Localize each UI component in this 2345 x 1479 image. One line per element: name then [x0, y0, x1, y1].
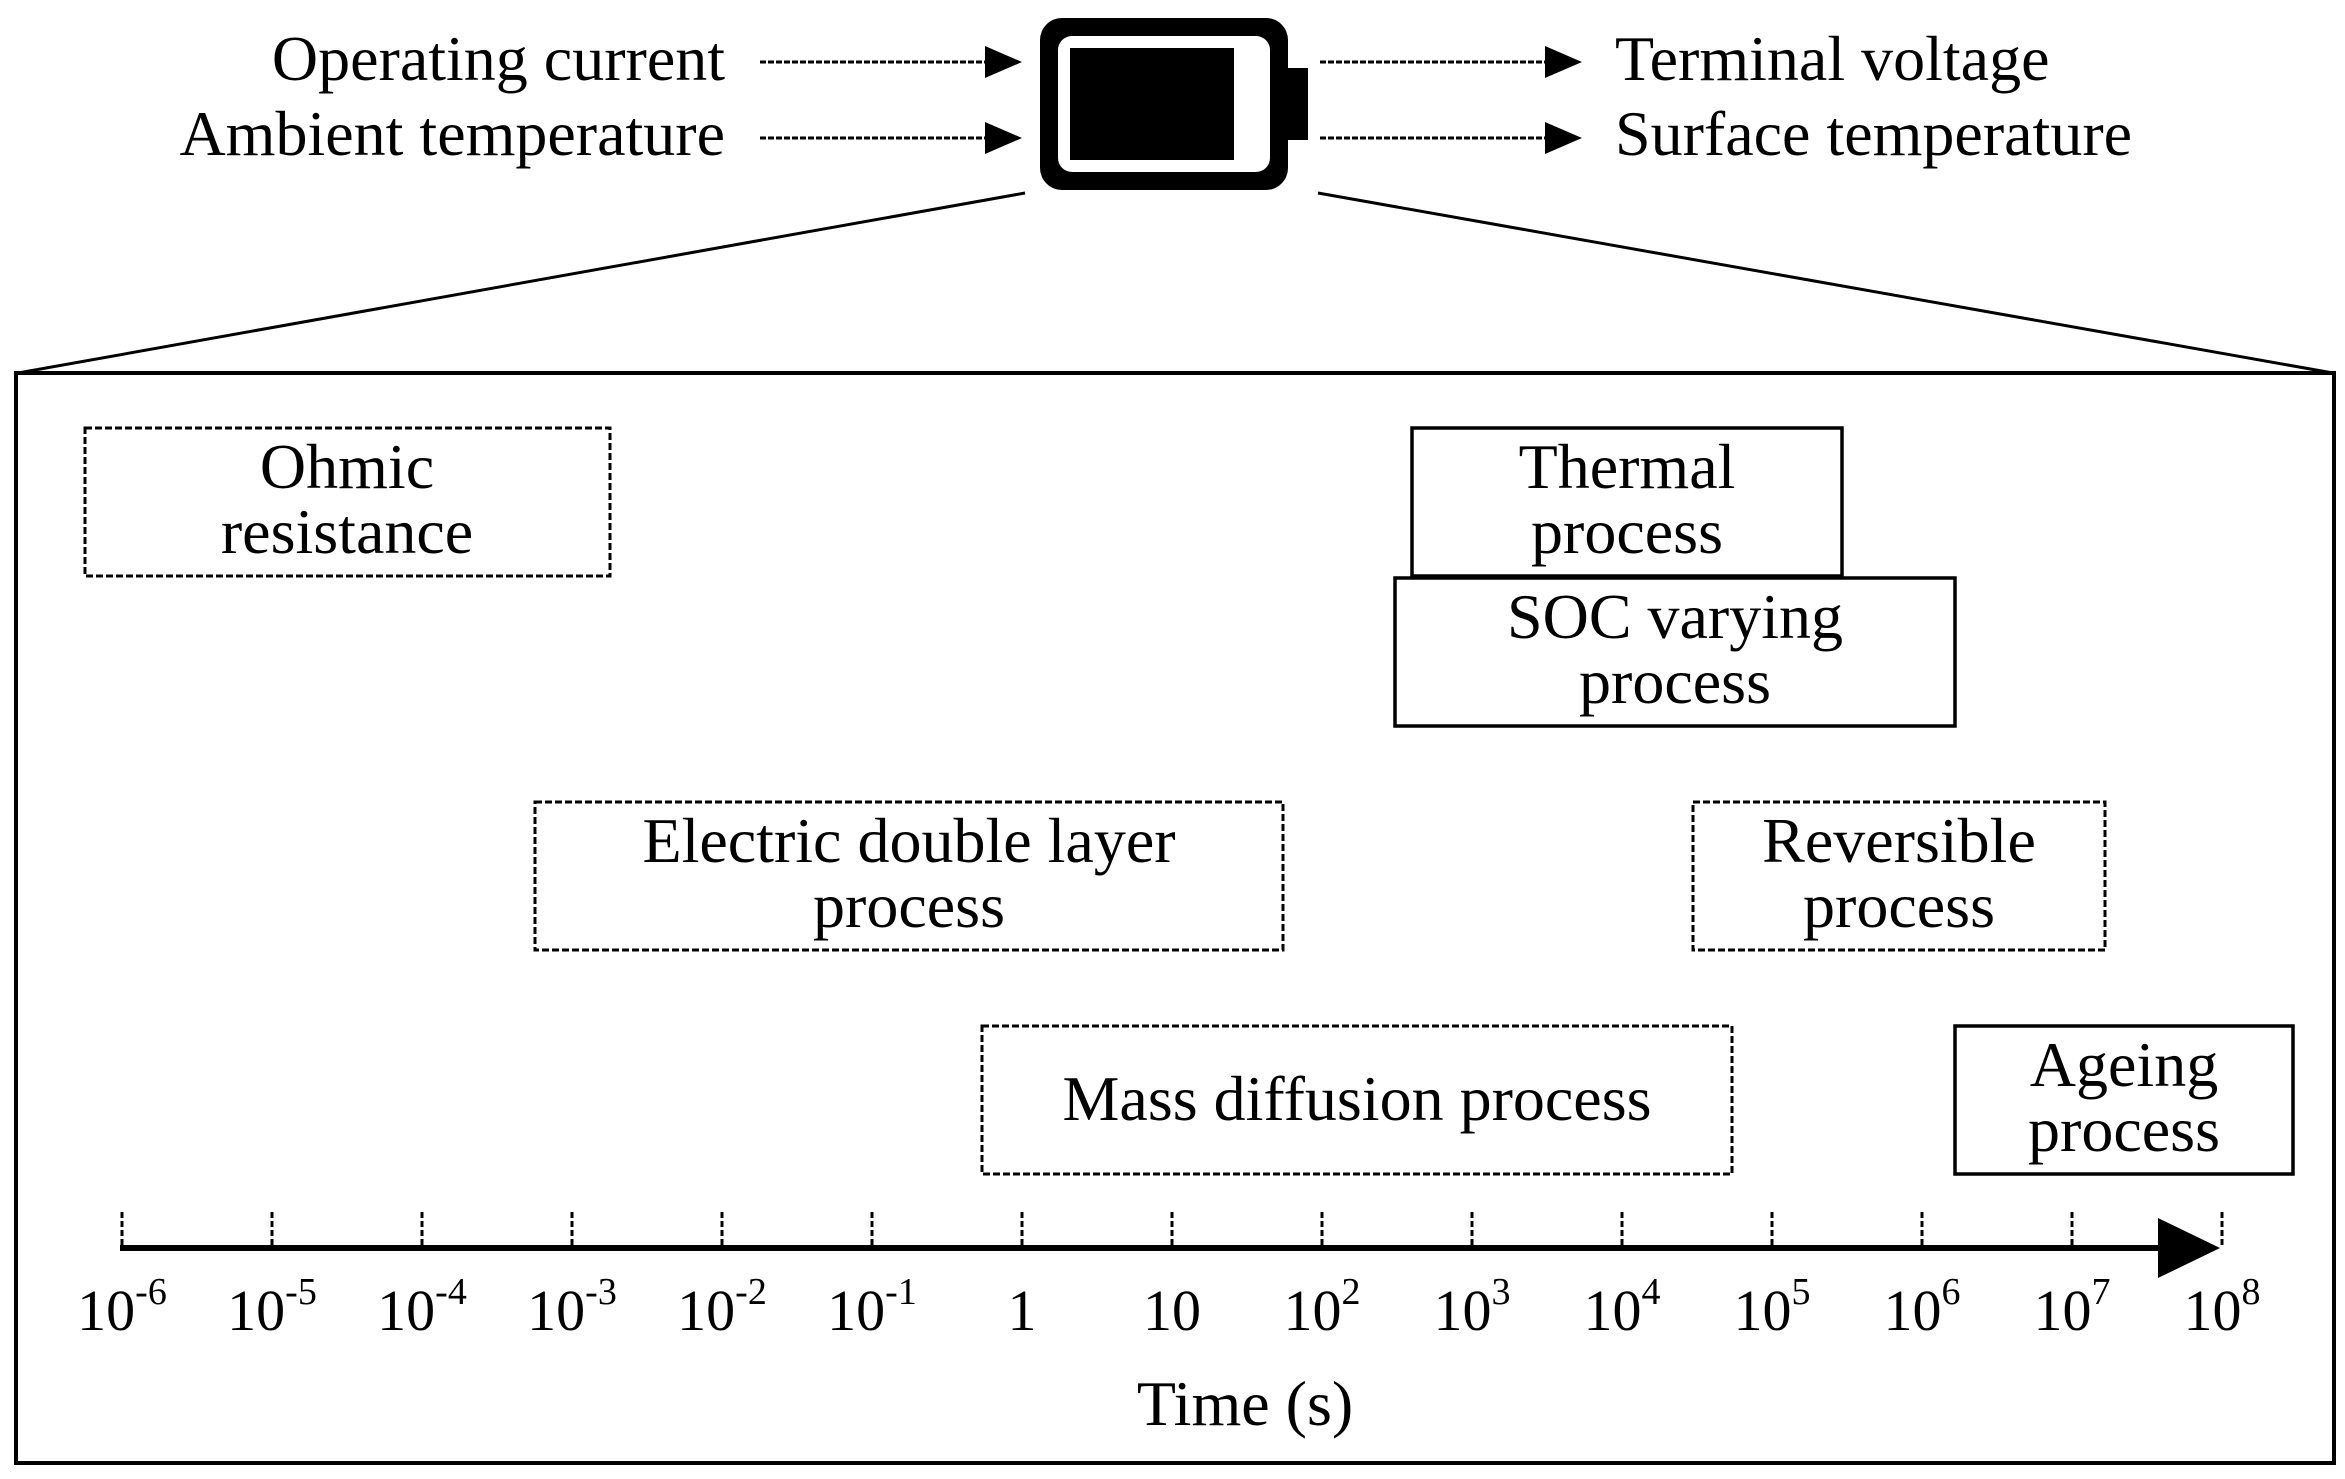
axis-tick-label-exponent: -2 — [735, 1271, 767, 1313]
process-label-line2: process — [1579, 646, 1771, 717]
axis-tick-label-exponent: 5 — [1792, 1271, 1811, 1313]
output-terminal-voltage: Terminal voltage — [1615, 23, 2049, 94]
axis-tick-label-exponent: -4 — [435, 1271, 467, 1313]
time-axis-label: Time (s) — [1137, 1368, 1353, 1439]
axis-tick-label-exponent: -6 — [135, 1271, 167, 1313]
axis-tick-label-exponent: 8 — [2242, 1271, 2261, 1313]
axis-tick-label-base: 10 — [1734, 1278, 1792, 1343]
process-reversible: Reversible process — [1691, 800, 2107, 952]
zoom-line-right — [1317, 191, 2334, 375]
process-label-line1: Mass diffusion process — [1063, 1063, 1652, 1134]
axis-tick-label: 10-4 — [377, 1271, 467, 1343]
axis-tick-label-exponent: -3 — [585, 1271, 617, 1313]
input-arrow-current — [760, 46, 1022, 78]
process-soc-varying: SOC varying process — [1393, 576, 1957, 728]
process-label-line1: SOC varying — [1507, 581, 1843, 652]
axis-tick-label: 106 — [1884, 1271, 1961, 1343]
axis-tick-label-exponent: 4 — [1642, 1271, 1661, 1313]
process-label-line2: process — [1803, 870, 1995, 941]
axis-tick-label-exponent: -5 — [285, 1271, 317, 1313]
axis-tick-label: 104 — [1584, 1271, 1661, 1343]
axis-tick-label: 105 — [1734, 1271, 1811, 1343]
process-label-line1: Ageing — [2030, 1029, 2218, 1100]
zoom-line-left — [17, 191, 1026, 375]
axis-tick-label-base: 10 — [827, 1278, 885, 1343]
axis-tick-label-exponent: -1 — [885, 1271, 917, 1313]
process-label-line1: Reversible — [1762, 805, 2036, 876]
battery-icon — [1040, 18, 1308, 190]
process-label-line2: process — [2028, 1094, 2220, 1165]
process-label-line2: process — [1531, 496, 1723, 567]
axis-tick-label: 103 — [1434, 1271, 1511, 1343]
axis-tick-label-base: 10 — [1884, 1278, 1942, 1343]
process-ageing: Ageing process — [1953, 1024, 2295, 1176]
axis-tick-label: 1 — [1008, 1278, 1037, 1343]
process-label-line1: Ohmic — [260, 431, 434, 502]
axis-tick-label-base: 10 — [377, 1278, 435, 1343]
process-label-line1: Electric double layer — [642, 805, 1175, 876]
axis-tick-label: 107 — [2034, 1271, 2111, 1343]
time-axis-ticks — [120, 1212, 2224, 1248]
input-arrow-temperature — [760, 122, 1022, 154]
axis-tick-label-base: 10 — [527, 1278, 585, 1343]
axis-tick-label-base: 1 — [1008, 1278, 1037, 1343]
process-electric-double-layer: Electric double layer process — [533, 800, 1285, 952]
axis-tick-label-base: 10 — [2034, 1278, 2092, 1343]
axis-tick-label-base: 10 — [77, 1278, 135, 1343]
input-operating-current: Operating current — [272, 23, 725, 94]
process-ohmic-resistance: Ohmic resistance — [83, 426, 612, 578]
axis-tick-label-base: 10 — [227, 1278, 285, 1343]
axis-tick-label-exponent: 3 — [1492, 1271, 1511, 1313]
axis-tick-label-exponent: 2 — [1342, 1271, 1361, 1313]
time-axis-arrowhead — [2158, 1218, 2220, 1278]
axis-tick-label-base: 10 — [1434, 1278, 1492, 1343]
process-label-line2: resistance — [221, 496, 473, 567]
axis-tick-label-exponent: 6 — [1942, 1271, 1961, 1313]
axis-tick-label: 10 — [1143, 1278, 1201, 1343]
input-ambient-temperature: Ambient temperature — [179, 98, 725, 169]
axis-tick-label-base: 10 — [1143, 1278, 1201, 1343]
process-label-line1: Thermal — [1519, 431, 1736, 502]
axis-tick-label: 102 — [1284, 1271, 1361, 1343]
process-thermal: Thermal process — [1410, 426, 1844, 578]
axis-tick-label: 10-3 — [527, 1271, 617, 1343]
axis-tick-label: 10-1 — [827, 1271, 917, 1343]
output-surface-temperature: Surface temperature — [1615, 98, 2132, 169]
output-arrow-voltage — [1320, 46, 1582, 78]
process-mass-diffusion: Mass diffusion process — [980, 1024, 1734, 1176]
axis-tick-label-base: 10 — [1284, 1278, 1342, 1343]
axis-tick-label-base: 10 — [2184, 1278, 2242, 1343]
axis-tick-label-base: 10 — [677, 1278, 735, 1343]
axis-tick-label-exponent: 7 — [2092, 1271, 2111, 1313]
axis-tick-label: 10-6 — [77, 1271, 167, 1343]
axis-tick-label: 10-5 — [227, 1271, 317, 1343]
process-label-line2: process — [813, 870, 1005, 941]
axis-tick-label: 10-2 — [677, 1271, 767, 1343]
output-arrow-temperature — [1320, 122, 1582, 154]
axis-tick-label: 108 — [2184, 1271, 2261, 1343]
axis-tick-label-base: 10 — [1584, 1278, 1642, 1343]
timescale-frame — [14, 371, 2336, 1465]
